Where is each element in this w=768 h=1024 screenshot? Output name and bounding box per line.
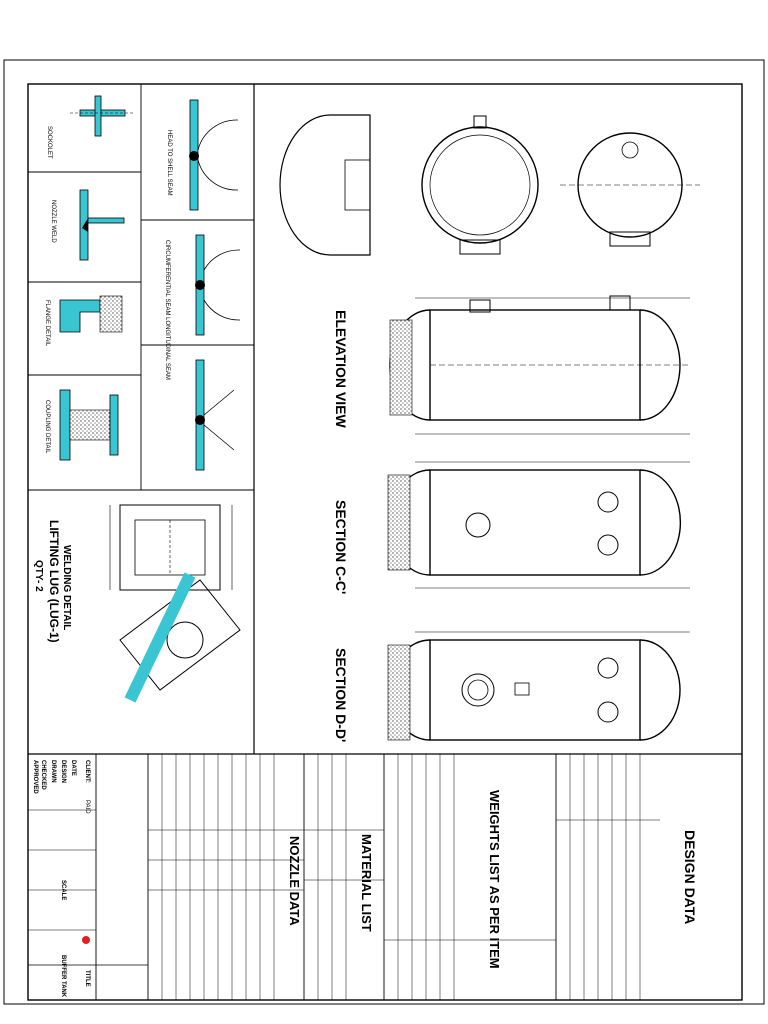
title-label: TITLE bbox=[84, 970, 90, 987]
scale-label: SCALE bbox=[60, 880, 66, 900]
nozzle-data-title: NOZZLE DATA bbox=[287, 836, 302, 926]
title-value: BUFFER TANK bbox=[60, 955, 66, 998]
detail-label-shell-seam: HEAD TO SHELL SEAM bbox=[166, 130, 172, 196]
nozzle-neck-weld bbox=[195, 359, 235, 471]
elevation-view-vessel bbox=[389, 295, 690, 435]
weights-list-title: WEIGHTS LIST AS PER ITEM bbox=[487, 790, 502, 969]
lug-qty: QTY- 2 bbox=[33, 560, 44, 592]
section-d-label: SECTION D-D' bbox=[333, 648, 349, 742]
weld-detail-3: FLANGE DETAIL bbox=[44, 295, 123, 347]
date-label: DATE bbox=[70, 760, 76, 776]
weld-detail-1: SOCKOLET bbox=[46, 95, 135, 159]
detail-label-long-seam: CIRCUMFERENTIAL SEAM LONGITUDINAL SEAM bbox=[164, 240, 170, 380]
weld-detail-4: COUPLING DETAIL bbox=[44, 389, 119, 461]
weld-details-grid bbox=[28, 84, 254, 490]
approved-label: APPROVED bbox=[32, 760, 38, 794]
company-logo-icon bbox=[82, 936, 90, 944]
head-to-shell-weld: HEAD TO SHELL SEAM bbox=[166, 99, 239, 211]
client-value: PAID bbox=[84, 800, 90, 814]
section-c-label: SECTION C-C' bbox=[333, 500, 349, 594]
drawing-frame bbox=[27, 83, 743, 1001]
svg-text:SOCKOLET: SOCKOLET bbox=[46, 126, 52, 159]
design-table-rows bbox=[556, 754, 660, 1000]
section-d-vessel bbox=[387, 631, 690, 741]
weights-table-rows bbox=[384, 754, 556, 1000]
material-list-title: MATERIAL LIST bbox=[359, 834, 374, 932]
title-block: CLIENT: PAID DATE DESIGN DRAWN CHECKED A… bbox=[32, 760, 90, 998]
weld-detail-2: NOZZLE WELD bbox=[50, 189, 125, 261]
sheet-border bbox=[3, 59, 765, 1005]
section-c-vessel bbox=[387, 461, 690, 589]
lifting-lug-detail bbox=[109, 504, 241, 703]
longitudinal-seam-weld: CIRCUMFERENTIAL SEAM LONGITUDINAL SEAM bbox=[164, 234, 241, 380]
checked-label: CHECKED bbox=[40, 760, 46, 790]
saddle-support bbox=[389, 319, 413, 416]
elevation-view-label: ELEVATION VIEW bbox=[333, 310, 349, 428]
design-data-title: DESIGN DATA bbox=[682, 830, 698, 924]
lug-subtitle: WELDING DETAIL bbox=[61, 545, 72, 630]
svg-text:FLANGE DETAIL: FLANGE DETAIL bbox=[44, 300, 50, 347]
svg-text:COUPLING DETAIL: COUPLING DETAIL bbox=[44, 400, 50, 454]
material-table-rows bbox=[304, 754, 384, 1000]
drawn-label: DRAWN bbox=[50, 760, 56, 783]
design-label: DESIGN bbox=[60, 760, 66, 783]
nozzle-table-rows bbox=[148, 754, 304, 1000]
head-section-views bbox=[279, 114, 700, 256]
lug-title: LIFTING LUG (LUG-1) bbox=[47, 520, 61, 643]
tables-grid bbox=[28, 754, 557, 1000]
lug-weld-band bbox=[124, 572, 196, 703]
client-label: CLIENT: bbox=[84, 760, 90, 783]
svg-text:NOZZLE WELD: NOZZLE WELD bbox=[50, 200, 56, 243]
